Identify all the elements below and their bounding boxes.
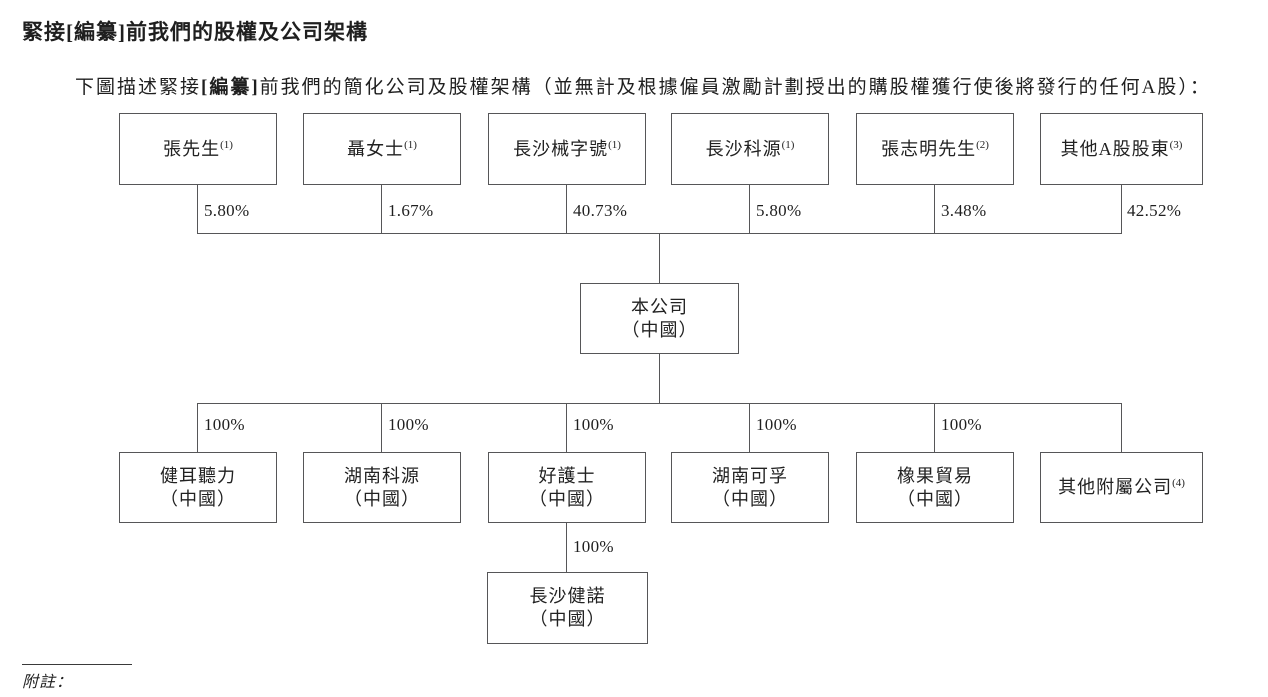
- connector-vertical: [381, 185, 382, 233]
- notes-divider: [22, 664, 132, 665]
- connector-vertical: [197, 185, 198, 233]
- connector-vertical: [659, 233, 660, 283]
- ownership-pct-label: 100%: [388, 415, 429, 434]
- connector-vertical: [934, 403, 935, 452]
- node-label: 張志明先生(2): [881, 138, 989, 159]
- node-subsidiary-3: 好護士 （中國）: [488, 452, 646, 523]
- footnote-ref: (3): [1169, 138, 1183, 151]
- node-shareholder-4: 長沙科源(1): [671, 113, 829, 185]
- footnote-ref: (2): [976, 138, 989, 151]
- title-pre: 緊接: [22, 20, 66, 44]
- connector-vertical: [1121, 403, 1122, 452]
- node-subsidiary-5: 橡果貿易 （中國）: [856, 452, 1014, 523]
- intro-post: 前我們的簡化公司及股權架構（並無計及根據僱員激勵計劃授出的購股權獲行使後將發行的…: [259, 77, 1211, 98]
- ownership-pct-label: 42.52%: [1127, 201, 1182, 220]
- footnote-ref: (1): [781, 138, 795, 151]
- node-label-line1: 湖南可孚: [712, 465, 788, 486]
- connector-vertical: [566, 403, 567, 452]
- footnote-ref: (4): [1172, 477, 1185, 489]
- connector-vertical: [197, 403, 198, 452]
- node-subsidiary-4: 湖南可孚 （中國）: [671, 452, 829, 523]
- node-label-line1: 好護士: [538, 465, 596, 486]
- connector-vertical: [566, 185, 567, 233]
- node-label-line1: 長沙健諾: [529, 586, 606, 606]
- title-redacted-term: [編纂]: [66, 20, 126, 44]
- title-post: 前我們的股權及公司架構: [126, 20, 368, 44]
- node-subsidiary-2: 湖南科源 （中國）: [303, 452, 461, 523]
- node-shareholder-2: 聶女士(1): [303, 113, 461, 185]
- node-label: 其他A股股東(3): [1060, 138, 1183, 159]
- footnote-ref: (1): [404, 138, 417, 151]
- intro-redacted-term: [編纂]: [201, 77, 260, 98]
- node-label-line2: （中國）: [344, 488, 420, 509]
- node-sub-subsidiary: 長沙健諾 （中國）: [487, 572, 648, 644]
- intro-paragraph: 下圖描述緊接[編纂]前我們的簡化公司及股權架構（並無計及根據僱員激勵計劃授出的購…: [75, 72, 1211, 99]
- intro-pre: 下圖描述緊接: [75, 77, 202, 98]
- notes-label: 附註：: [22, 674, 74, 691]
- connector-vertical: [566, 523, 567, 572]
- ownership-pct-label: 3.48%: [941, 201, 987, 220]
- connector-vertical: [934, 185, 935, 233]
- node-shareholder-6: 其他A股股東(3): [1040, 113, 1203, 185]
- ownership-pct-label: 100%: [573, 537, 614, 556]
- ownership-pct-label: 1.67%: [388, 201, 434, 220]
- ownership-pct-label: 100%: [204, 415, 245, 434]
- node-shareholder-1: 張先生(1): [119, 113, 277, 185]
- page-title: 緊接[編纂]前我們的股權及公司架構: [22, 16, 368, 46]
- node-label-line2: （中國）: [621, 319, 698, 340]
- node-label: 張先生(1): [163, 138, 233, 159]
- connector-vertical: [749, 403, 750, 452]
- ownership-pct-label: 40.73%: [573, 201, 628, 220]
- ownership-pct-label: 5.80%: [204, 201, 250, 220]
- bottom-connector-line: [197, 403, 1122, 404]
- node-subsidiary-1: 健耳聽力 （中國）: [119, 452, 277, 523]
- node-label-line1: 湖南科源: [344, 465, 420, 486]
- node-label-line1: 橡果貿易: [897, 465, 973, 486]
- ownership-pct-label: 5.80%: [756, 201, 802, 220]
- connector-vertical: [381, 403, 382, 452]
- node-label-line2: （中國）: [160, 488, 236, 509]
- node-label-line2: （中國）: [712, 488, 788, 509]
- node-shareholder-3: 長沙械字號(1): [488, 113, 646, 185]
- node-label-line2: （中國）: [529, 488, 605, 509]
- node-label-line2: （中國）: [529, 609, 606, 629]
- connector-vertical: [749, 185, 750, 233]
- footnote-ref: (1): [608, 138, 621, 151]
- node-shareholder-5: 張志明先生(2): [856, 113, 1014, 185]
- ownership-pct-label: 100%: [756, 415, 797, 434]
- node-label-line2: （中國）: [897, 488, 973, 509]
- footnote-ref: (1): [220, 138, 233, 151]
- node-company: 本公司 （中國）: [580, 283, 739, 354]
- node-label-line1: 健耳聽力: [160, 465, 236, 486]
- node-label: 長沙械字號(1): [513, 138, 621, 159]
- ownership-pct-label: 100%: [573, 415, 614, 434]
- node-label: 長沙科源(1): [705, 138, 795, 159]
- connector-vertical: [1121, 185, 1122, 233]
- connector-vertical: [659, 354, 660, 403]
- node-subsidiary-6: 其他附屬公司(4): [1040, 452, 1203, 523]
- node-label: 聶女士(1): [347, 138, 417, 159]
- node-label-line1: 本公司: [631, 296, 688, 317]
- ownership-pct-label: 100%: [941, 415, 982, 434]
- node-label: 其他附屬公司(4): [1058, 477, 1185, 497]
